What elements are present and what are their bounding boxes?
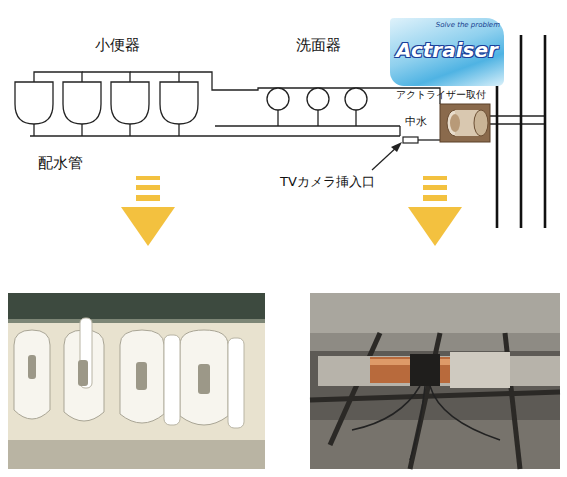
washbasin-label: 洗面器 bbox=[296, 36, 341, 54]
greywater-label: 中水 bbox=[403, 115, 429, 128]
logo-tagline: Solve the problem bbox=[394, 21, 500, 29]
camera-port-label: TVカメラ挿入口 bbox=[280, 174, 375, 190]
install-label: アクトライザー取付 bbox=[396, 89, 486, 101]
logo-box: Solve the problemActraiser bbox=[390, 18, 504, 86]
drain-pipe-label: 配水管 bbox=[38, 154, 83, 172]
urinal-label: 小便器 bbox=[95, 36, 140, 54]
logo-wordmark: Actraiser bbox=[394, 37, 500, 63]
